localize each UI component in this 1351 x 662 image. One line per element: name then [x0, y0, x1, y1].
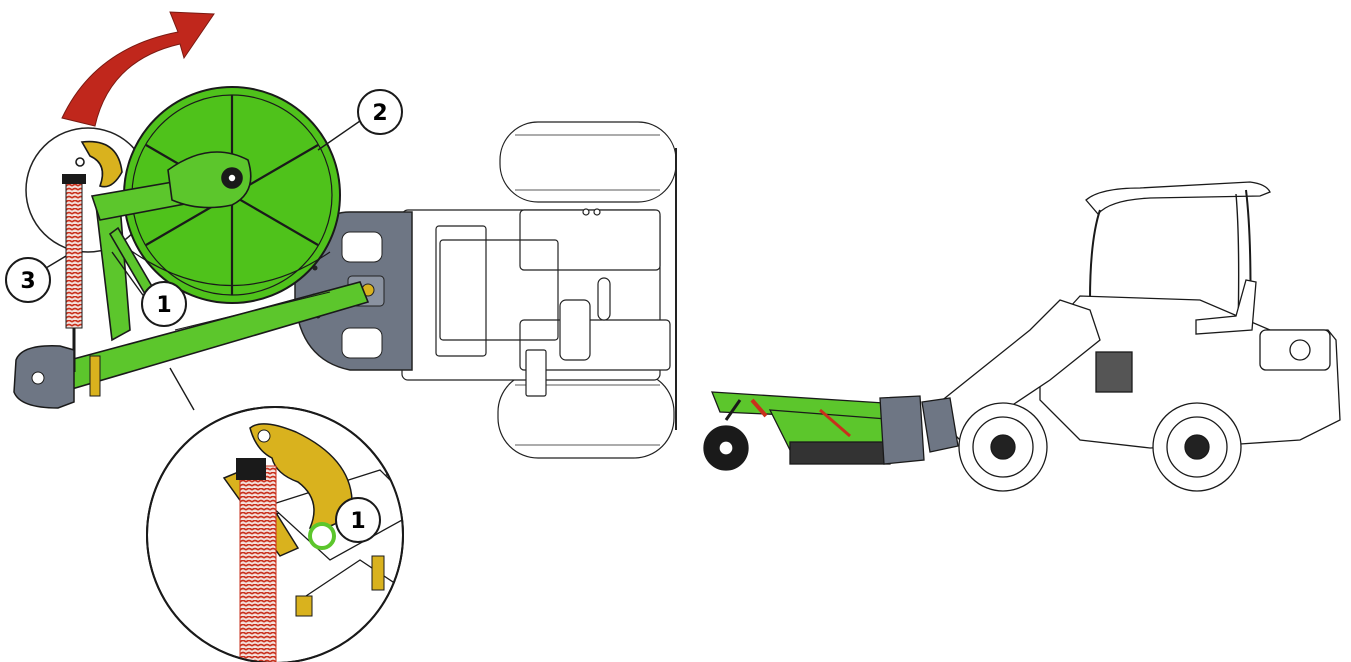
curved-arrow-clockwise-icon	[61, 11, 215, 127]
callout-1-detail-label: 1	[350, 509, 365, 534]
tension-spring	[62, 174, 86, 372]
callout-3-label: 3	[20, 269, 35, 294]
callout-2-label: 2	[372, 101, 387, 126]
loader-side-view	[921, 181, 1341, 492]
tractor-top-view	[401, 121, 677, 459]
callout-3: 3	[5, 257, 51, 303]
detail-inset	[146, 406, 404, 662]
mower-side-view	[703, 391, 925, 471]
cutter-head	[13, 345, 101, 409]
callout-2: 2	[357, 89, 403, 135]
green-arm-frame	[39, 140, 370, 397]
callout-1-main: 1	[141, 281, 187, 327]
callout-1-main-label: 1	[156, 293, 171, 318]
callout-1-detail: 1	[335, 497, 381, 543]
